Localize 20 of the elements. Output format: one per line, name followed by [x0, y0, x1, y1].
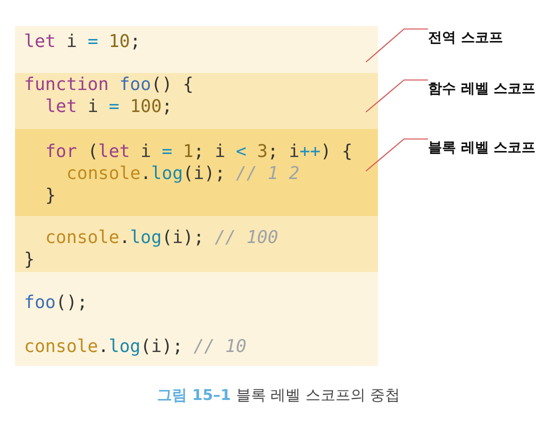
leader-line: [366, 79, 428, 112]
scope-label: 전역 스코프: [428, 29, 503, 47]
code-line: let i = 10;: [24, 31, 141, 53]
code-line: foo();: [24, 292, 88, 314]
scope-band: [15, 129, 378, 216]
figure-caption: 그림 15–1 블록 레벨 스코프의 중첩: [156, 385, 400, 405]
scope-label: 함수 레벨 스코프: [428, 80, 536, 98]
code-line: console.log(i); // 1 2: [66, 163, 300, 185]
code-line: function foo() {: [24, 74, 194, 96]
leader-line: [366, 28, 428, 62]
scope-band: [15, 26, 378, 366]
scope-band: [15, 73, 378, 272]
code-line: console.log(i); // 100: [45, 227, 278, 249]
scope-label: 블록 레벨 스코프: [428, 139, 536, 157]
code-line: let i = 100;: [45, 96, 172, 118]
leader-line: [366, 138, 428, 172]
code-line: }: [45, 185, 56, 207]
code-line: console.log(i); // 10: [24, 336, 246, 358]
code-line: for (let i = 1; i < 3; i++) {: [45, 141, 352, 163]
code-line: }: [24, 249, 35, 271]
